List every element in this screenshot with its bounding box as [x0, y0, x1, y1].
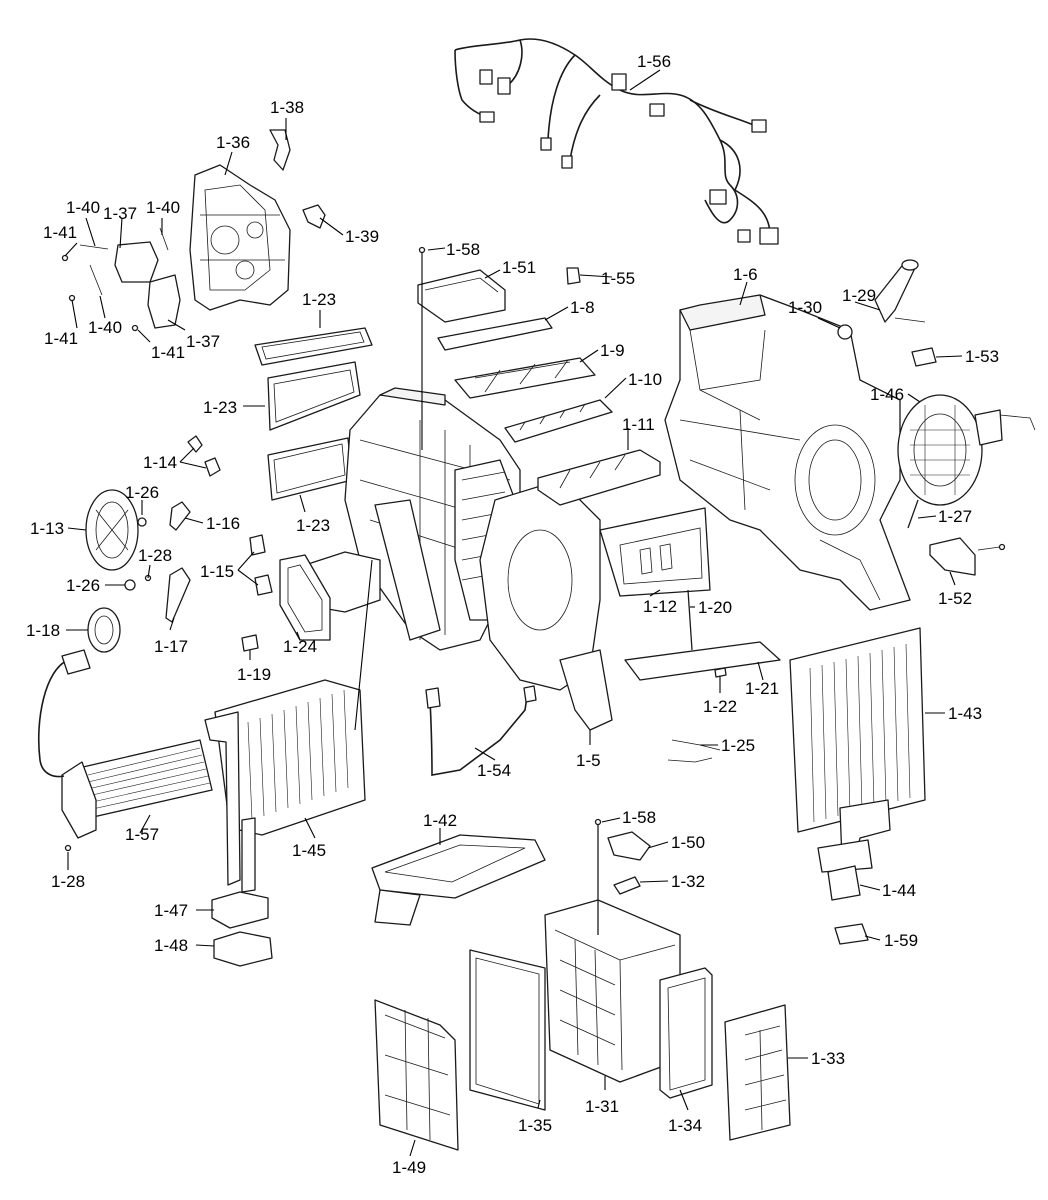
drain-pan: [371, 834, 546, 926]
left-hvac-housing: [279, 387, 613, 731]
callout-1-35: 1-35: [518, 1116, 552, 1135]
intake-case: [374, 818, 791, 1151]
callout-1-53: 1-53: [965, 347, 999, 366]
callout-1-40: 1-40: [88, 318, 122, 337]
callout-1-32: 1-32: [671, 872, 705, 891]
callout-1-22: 1-22: [703, 697, 737, 716]
callout-labels: 1-56 1-38 1-36 1-39 1-40 1-37 1-40 1-41 …: [26, 52, 999, 1177]
callout-1-49: 1-49: [392, 1158, 426, 1177]
callout-1-23: 1-23: [296, 516, 330, 535]
callout-1-37: 1-37: [103, 204, 137, 223]
callout-1-16: 1-16: [206, 514, 240, 533]
callout-1-6: 1-6: [733, 265, 758, 284]
callout-1-40: 1-40: [66, 198, 100, 217]
callout-1-58: 1-58: [446, 240, 480, 259]
callout-1-20: 1-20: [698, 598, 732, 617]
callout-1-27: 1-27: [938, 507, 972, 526]
callout-1-51: 1-51: [502, 258, 536, 277]
callout-1-10: 1-10: [628, 370, 662, 389]
callout-1-12: 1-12: [643, 597, 677, 616]
left-small-parts: [85, 435, 273, 653]
callout-1-47: 1-47: [154, 901, 188, 920]
callout-1-48: 1-48: [154, 936, 188, 955]
callout-1-23: 1-23: [302, 290, 336, 309]
callout-1-17: 1-17: [154, 637, 188, 656]
callout-1-56: 1-56: [637, 52, 671, 71]
callout-1-50: 1-50: [671, 833, 705, 852]
callout-1-9: 1-9: [600, 341, 625, 360]
callout-1-41: 1-41: [44, 329, 78, 348]
wire-harness: [454, 38, 779, 245]
callout-1-54: 1-54: [477, 761, 511, 780]
callout-1-45: 1-45: [292, 841, 326, 860]
actuator-housing: [61, 129, 326, 332]
callout-1-31: 1-31: [585, 1097, 619, 1116]
callout-1-28: 1-28: [51, 872, 85, 891]
callout-1-46: 1-46: [870, 385, 904, 404]
callout-1-59: 1-59: [884, 931, 918, 950]
callout-1-19: 1-19: [237, 665, 271, 684]
evaporator: [204, 559, 373, 967]
center-parts: [417, 246, 781, 681]
callout-1-58: 1-58: [622, 808, 656, 827]
callout-1-28: 1-28: [138, 546, 172, 565]
callout-1-25: 1-25: [721, 736, 755, 755]
callout-1-21: 1-21: [745, 679, 779, 698]
callout-1-23: 1-23: [203, 398, 237, 417]
callout-1-15: 1-15: [200, 562, 234, 581]
callout-1-30: 1-30: [788, 298, 822, 317]
callout-1-52: 1-52: [938, 589, 972, 608]
callout-1-36: 1-36: [216, 133, 250, 152]
condenser: [789, 627, 926, 945]
callout-1-57: 1-57: [125, 825, 159, 844]
callout-1-33: 1-33: [811, 1049, 845, 1068]
right-hvac-housing: [664, 259, 1036, 611]
callout-1-43: 1-43: [948, 704, 982, 723]
callout-1-38: 1-38: [270, 98, 304, 117]
callout-1-29: 1-29: [842, 286, 876, 305]
callout-1-55: 1-55: [601, 269, 635, 288]
callout-1-37: 1-37: [186, 332, 220, 351]
callout-1-42: 1-42: [423, 811, 457, 830]
callout-1-41: 1-41: [43, 223, 77, 242]
callout-1-26: 1-26: [66, 576, 100, 595]
callout-1-13: 1-13: [30, 519, 64, 538]
heater-core: [37, 649, 213, 852]
callout-1-5: 1-5: [576, 751, 601, 770]
callout-1-41: 1-41: [151, 343, 185, 362]
callout-1-34: 1-34: [668, 1116, 702, 1135]
leader-lines: [64, 69, 963, 1157]
callout-1-39: 1-39: [345, 227, 379, 246]
callout-1-18: 1-18: [26, 621, 60, 640]
callout-1-8: 1-8: [570, 298, 595, 317]
callout-1-26: 1-26: [125, 483, 159, 502]
sensor-wires: [425, 685, 721, 776]
callout-1-11: 1-11: [622, 415, 655, 434]
callout-1-44: 1-44: [882, 881, 916, 900]
callout-1-24: 1-24: [283, 637, 317, 656]
callout-1-14: 1-14: [143, 453, 177, 472]
callout-1-40: 1-40: [146, 198, 180, 217]
